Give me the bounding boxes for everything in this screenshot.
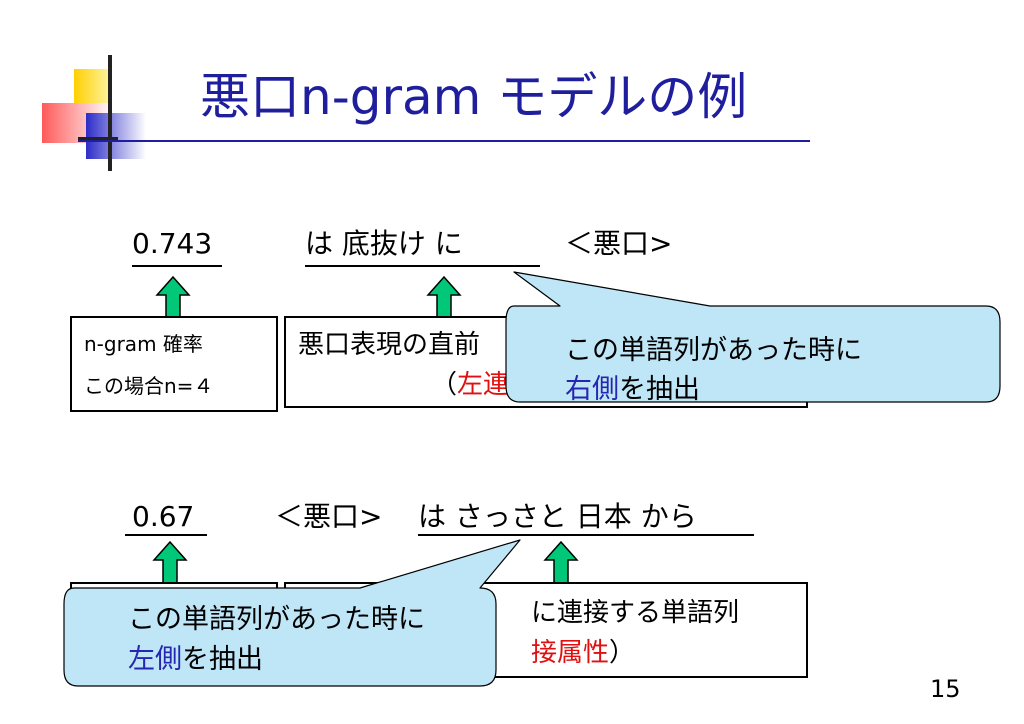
- tag-2: ＜悪口>: [275, 500, 383, 533]
- tag-1: ＜悪口>: [565, 227, 673, 260]
- description-2-red: 接属性: [531, 638, 610, 668]
- description-1-red: 左連: [457, 370, 510, 400]
- logo-decoration: [42, 55, 146, 171]
- description-1-line2: （左連: [431, 370, 510, 400]
- callout-2-blue: 左側: [128, 644, 182, 675]
- callout-bubble-2: [63, 539, 521, 687]
- probability-1-underline: [132, 265, 222, 267]
- word-sequence-1: は 底抜け に: [305, 227, 463, 260]
- description-1-line1: 悪口表現の直前: [298, 330, 481, 360]
- probability-2-underline: [125, 534, 207, 536]
- callout-1-blue: 右側: [565, 374, 619, 405]
- probability-2: 0.67: [132, 500, 195, 533]
- callout-2-line2: 左側を抽出: [128, 644, 263, 675]
- ngram-box-line1: n-gram 確率: [84, 332, 203, 356]
- up-arrow-1a: [155, 275, 191, 320]
- up-arrow-1b: [426, 275, 462, 320]
- ngram-box: n-gram 確率 この場合n=４: [70, 316, 278, 412]
- word-sequence-2-underline: [418, 534, 754, 536]
- page-number: 15: [930, 675, 961, 703]
- word-sequence-2: は さっさと 日本 から: [418, 500, 697, 533]
- up-arrow-2b: [543, 540, 579, 587]
- probability-1: 0.743: [132, 227, 213, 260]
- description-2-line2: 接属性）: [531, 638, 636, 668]
- callout-bubble-1: [505, 271, 1001, 403]
- ngram-box-line2: この場合n=４: [84, 374, 214, 398]
- title-rule: [78, 140, 810, 142]
- word-sequence-1-underline: [305, 265, 540, 267]
- description-2-line1: に連接する単語列: [531, 598, 740, 628]
- callout-1-line2: 右側を抽出: [565, 374, 700, 405]
- callout-2-line1: この単語列があった時に: [128, 604, 425, 635]
- page-title: 悪口n-gram モデルの例: [200, 68, 748, 126]
- callout-1-line1: この単語列があった時に: [565, 335, 862, 366]
